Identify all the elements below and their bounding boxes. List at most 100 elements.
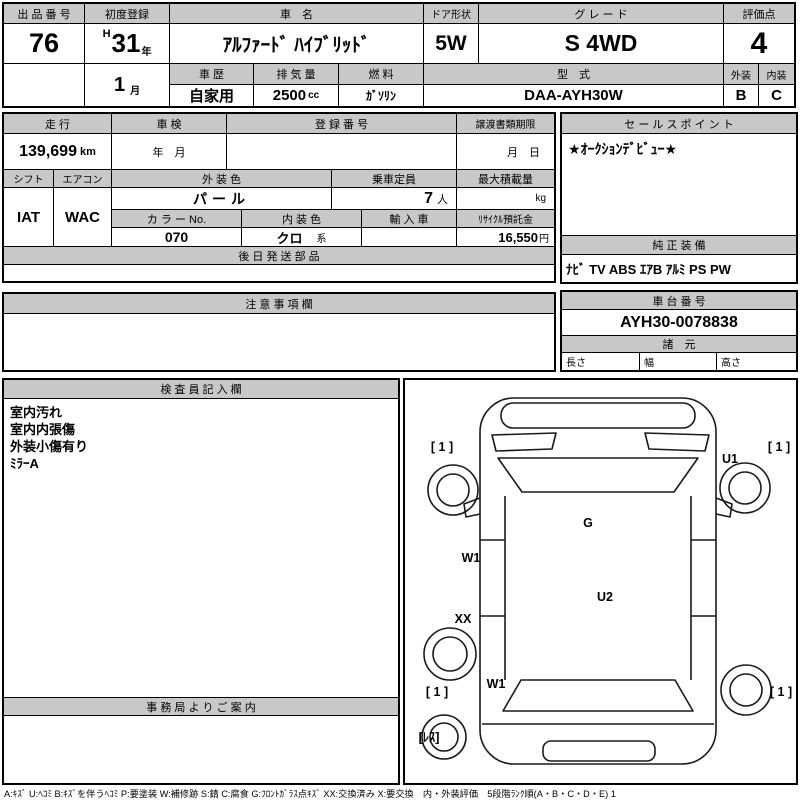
chassis-box: 車 台 番 号 AYH30-0078838 諸 元 長さ 幅 高さ <box>560 290 798 372</box>
inspector-notes: 室内汚れ室内内張傷外装小傷有り ﾐﾗｰA <box>4 399 398 697</box>
chassis-value: AYH30-0078838 <box>562 310 796 336</box>
door-shape-label: ドア形状 <box>424 4 479 24</box>
exterior-grade-value: B <box>724 85 759 106</box>
history-value: 自家用 <box>170 85 254 106</box>
door-shape-value: 5W <box>424 24 479 64</box>
damage-mark: U2 <box>597 590 613 604</box>
inspector-label: 検 査 員 記 入 欄 <box>4 380 398 399</box>
fuel-label: 燃 料 <box>339 64 424 85</box>
displacement-label: 排 気 量 <box>254 64 339 85</box>
mileage-label: 走 行 <box>4 114 112 134</box>
exterior-color-value: パール <box>112 188 332 210</box>
displacement-unit: cc <box>308 90 320 101</box>
first-reg-value: H 31 年 <box>85 24 170 64</box>
car-name-label: 車 名 <box>170 4 424 24</box>
mileage-value: 139,699 km <box>4 134 112 170</box>
displacement-value: 2500 cc <box>254 85 339 106</box>
dim-height-cell: 高さ <box>721 358 741 369</box>
header-table: 出 品 番 号 76 初度登録 H 31 年 1 月 車 名 ｱﾙﾌｧｰﾄﾞ ﾊ… <box>2 2 796 108</box>
damage-mark: G <box>583 516 593 530</box>
sales-point-label: セ ー ル ス ポ イ ン ト <box>562 114 796 134</box>
auction-no-value: 76 <box>4 24 85 64</box>
shift-label: シフト <box>4 170 54 188</box>
reg-no-value <box>227 134 457 170</box>
inspection-label: 車 検 <box>112 114 227 134</box>
inspector-box: 検 査 員 記 入 欄 室内汚れ室内内張傷外装小傷有り ﾐﾗｰA 事 務 局 よ … <box>2 378 400 785</box>
capacity-unit: 人 <box>437 193 448 206</box>
interior-color-suffix: 系 <box>316 233 327 245</box>
score-label: 評価点 <box>724 4 794 24</box>
equipment-label: 純 正 装 備 <box>562 236 796 255</box>
aircon-value: WAC <box>54 188 112 247</box>
recycle-unit: 円 <box>539 233 549 245</box>
damage-mark: W1 <box>486 677 506 691</box>
recycle-deposit-label: ﾘｻｲｸﾙ預託金 <box>457 210 554 228</box>
later-parts-label: 後 日 発 送 部 品 <box>4 247 554 265</box>
damage-mark: U1 <box>722 452 738 466</box>
interior-color-value: クロ 系 <box>242 228 362 247</box>
mileage-unit: km <box>79 145 96 158</box>
history-label: 車 歴 <box>170 64 254 85</box>
sales-point-value: ★ｵｰｸｼｮﾝﾃﾞﾋﾞｭｰ★ <box>562 134 796 236</box>
damage-mark: XX <box>454 612 472 626</box>
reg-no-label: 登 録 番 号 <box>227 114 457 134</box>
interior-color-name: クロ <box>276 230 303 246</box>
detail-table: 走 行 車 検 登 録 番 号 譲渡書類期限 139,699 km 年 月 月 … <box>2 112 556 283</box>
first-reg-year-unit: 年 <box>141 47 152 58</box>
dim-length-cell: 長さ <box>562 353 640 370</box>
capacity-number: 7 <box>424 189 433 207</box>
grade-label: グ レ ー ド <box>479 4 724 24</box>
damage-mark: [ 1 ] <box>425 685 449 699</box>
transfer-deadline-label: 譲渡書類期限 <box>457 114 554 134</box>
exterior-grade-label: 外装 <box>724 64 759 85</box>
sales-point-box: セ ー ル ス ポ イ ン ト ★ｵｰｸｼｮﾝﾃﾞﾋﾞｭｰ★ 純 正 装 備 ﾅ… <box>560 112 798 284</box>
inspection-value: 年 月 <box>112 134 227 170</box>
recycle-deposit-value: 16,550 円 <box>457 228 554 247</box>
recycle-number: 16,550 <box>498 229 538 245</box>
first-reg-era: H <box>102 28 111 40</box>
capacity-label: 乗車定員 <box>332 170 457 188</box>
damage-mark: W1 <box>461 551 481 565</box>
color-no-value: 070 <box>112 228 242 247</box>
model-code-value: DAA-AYH30W <box>424 85 724 106</box>
legend-text: A:ｷｽﾞ U:ﾍｺﾐ B:ｷｽﾞを伴うﾍｺﾐ P:要塗装 W:補修跡 S:錆 … <box>4 789 616 799</box>
first-reg-month-unit: 月 <box>130 86 141 97</box>
office-notice-label: 事 務 局 よ り ご 案 内 <box>4 697 398 716</box>
max-load-value: kg <box>457 188 554 210</box>
import-value <box>362 228 457 247</box>
transfer-deadline-value: 月 日 <box>457 134 554 170</box>
mileage-number: 139,699 <box>19 142 77 160</box>
caution-label: 注 意 事 項 欄 <box>4 294 554 314</box>
damage-mark: [ 1 ] <box>769 685 793 699</box>
equipment-value: ﾅﾋﾞ TV ABS ｴｱB ｱﾙﾐ PS PW <box>566 262 731 277</box>
dim-width-cell: 幅 <box>640 353 717 370</box>
first-reg-year: 31 <box>111 28 141 58</box>
aircon-label: エアコン <box>54 170 112 188</box>
shift-value: IAT <box>4 188 54 247</box>
max-load-label: 最大積載量 <box>457 170 554 188</box>
damage-mark: [ 1 ] <box>430 440 454 454</box>
capacity-value: 7 人 <box>332 188 457 210</box>
spec-label: 諸 元 <box>562 336 796 353</box>
import-label: 輸 入 車 <box>362 210 457 228</box>
interior-grade-label: 内装 <box>759 64 794 85</box>
interior-color-label: 内 装 色 <box>242 210 362 228</box>
inspector-note-line: 外装小傷有り <box>10 439 89 454</box>
caution-box: 注 意 事 項 欄 <box>2 292 556 372</box>
first-reg-label: 初度登録 <box>85 4 170 24</box>
first-reg-month: 1 <box>113 73 126 96</box>
car-top-view-svg <box>421 397 772 765</box>
color-no-label: カ ラ ー No. <box>112 210 242 228</box>
inspector-note-line: ﾐﾗｰA <box>10 456 39 471</box>
auction-no-label: 出 品 番 号 <box>4 4 85 24</box>
inspector-note-line: 室内内張傷 <box>10 422 76 437</box>
chassis-label: 車 台 番 号 <box>562 292 796 310</box>
model-code-label: 型 式 <box>424 64 724 85</box>
interior-grade-value: C <box>771 87 782 104</box>
first-reg-month-cell: 1 月 <box>85 64 170 106</box>
fuel-value: ｶﾞｿﾘﾝ <box>339 85 424 106</box>
displacement-number: 2500 <box>272 87 307 104</box>
inspector-note-line: 室内汚れ <box>10 405 63 420</box>
